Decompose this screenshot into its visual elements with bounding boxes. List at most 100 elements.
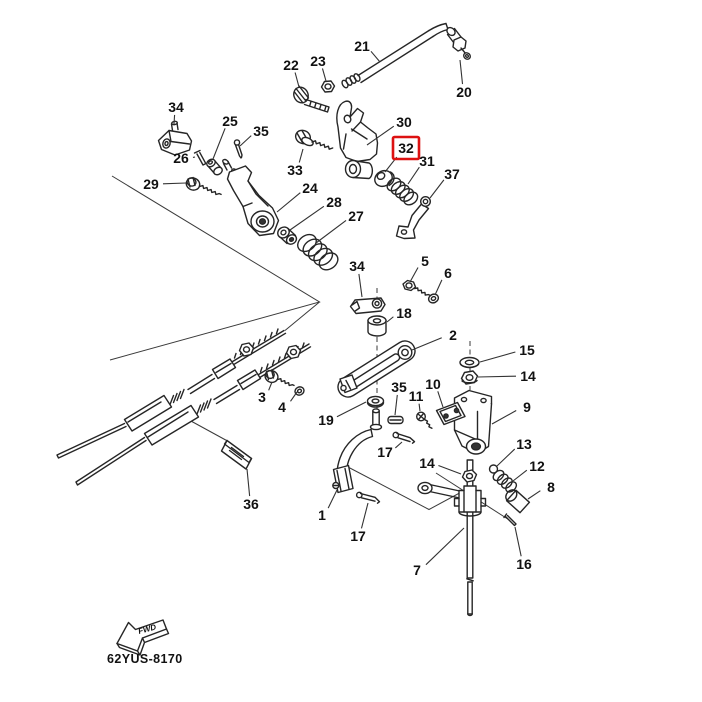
callout-leader-line [438, 464, 462, 475]
part-callout-21[interactable]: 21 [354, 38, 381, 63]
callout-leader-line [370, 50, 381, 63]
part-2-link-drawing [337, 340, 416, 398]
part-26-pin-drawing [193, 149, 207, 166]
part-number-label: 24 [302, 180, 318, 196]
part-13-ring-drawing [488, 464, 499, 474]
part-callout-2[interactable]: 2 [411, 327, 457, 351]
callout-leader-line [366, 125, 395, 146]
part-number-label: 10 [425, 376, 441, 392]
part-callout-24[interactable]: 24 [276, 180, 318, 213]
part-35-clip-drawing [387, 415, 404, 425]
part-number-label: 35 [253, 123, 269, 139]
part-callout-13[interactable]: 13 [496, 436, 532, 467]
callout-leader-line [514, 526, 522, 557]
part-32-washer-drawing [374, 169, 395, 188]
part-callout-34[interactable]: 34 [168, 99, 184, 125]
part-6-washer-drawing [427, 293, 440, 304]
part-number-label: 11 [409, 388, 424, 404]
callout-leader-line [294, 72, 300, 88]
part-callout-18[interactable]: 18 [386, 305, 412, 323]
part-number-label: 26 [173, 150, 189, 166]
part-4-washer-drawing [294, 386, 305, 396]
part-callout-5[interactable]: 5 [409, 253, 429, 283]
part-callout-4[interactable]: 4 [278, 391, 298, 415]
part-callout-14[interactable]: 14 [477, 368, 536, 384]
part-callout-37[interactable]: 37 [429, 166, 460, 199]
part-callout-11[interactable]: 11 [409, 388, 424, 412]
callout-leader-line [418, 403, 421, 412]
part-number-label: 7 [413, 562, 421, 578]
callout-leader-line [290, 391, 298, 402]
callout-leader-line [246, 468, 251, 497]
part-callout-34[interactable]: 34 [349, 258, 365, 298]
callout-leader-line [411, 337, 442, 351]
part-15-washer-drawing [459, 356, 480, 369]
part-number-label: 28 [326, 194, 342, 210]
callout-leader-line [491, 410, 517, 425]
part-callout-25[interactable]: 25 [212, 113, 238, 160]
part-callout-9[interactable]: 9 [491, 399, 531, 425]
part-number-label: 25 [222, 113, 238, 129]
part-27-spring-drawing [297, 233, 339, 271]
part-23-nut-drawing [320, 80, 336, 93]
part-callout-36[interactable]: 36 [243, 468, 259, 512]
callout-leader-line [479, 351, 516, 363]
part-callout-33[interactable]: 33 [287, 148, 304, 178]
part-16-pin-drawing [503, 513, 517, 527]
part-callout-7[interactable]: 7 [413, 527, 465, 578]
part-callout-26[interactable]: 26 [173, 150, 196, 166]
part-callout-31[interactable]: 31 [407, 153, 435, 185]
part-callout-30[interactable]: 30 [366, 114, 412, 146]
part-number-label: 9 [523, 399, 531, 415]
part-number-label: 23 [310, 53, 326, 69]
part-callout-35[interactable]: 35 [391, 379, 407, 416]
callout-leader-line [315, 220, 347, 244]
part-callout-17[interactable]: 17 [377, 441, 403, 460]
part-number-label: 4 [278, 399, 286, 415]
part-callout-35[interactable]: 35 [239, 123, 269, 147]
part-callout-32-selected[interactable]: 32 [384, 135, 421, 173]
part-number-label: 19 [318, 412, 334, 428]
part-callout-3[interactable]: 3 [258, 381, 273, 405]
part-9-bracket-drawing [453, 389, 493, 455]
part-callout-19[interactable]: 19 [318, 401, 367, 428]
part-number-label: 34 [168, 99, 184, 115]
part-callout-20[interactable]: 20 [456, 59, 472, 100]
part-24-bracket-drawing [222, 158, 280, 237]
part-callout-23[interactable]: 23 [310, 53, 327, 82]
part-18-bushing-drawing [367, 315, 387, 337]
part-callout-8[interactable]: 8 [527, 479, 555, 500]
callout-leader-line [268, 381, 273, 391]
part-29-bolt-drawing [185, 176, 222, 196]
callout-leader-line [434, 279, 443, 296]
part-11-screw-drawing [416, 411, 433, 429]
part-callout-27[interactable]: 27 [315, 208, 364, 244]
part-callout-16[interactable]: 16 [514, 526, 532, 572]
part-callout-6[interactable]: 6 [434, 265, 452, 296]
part-number-label: 5 [421, 253, 429, 269]
part-number-label: 31 [419, 153, 435, 169]
part-callout-14[interactable]: 14 [419, 455, 462, 475]
part-36-plate-drawing [220, 439, 253, 470]
callout-leader-line [386, 316, 394, 323]
part-callout-29[interactable]: 29 [143, 176, 187, 192]
throttle-cable-upper-drawing [56, 328, 287, 459]
callout-leader-line [276, 192, 301, 213]
part-number-label: 8 [547, 479, 555, 495]
callout-leader-line [409, 267, 419, 283]
part-callout-1[interactable]: 1 [318, 489, 338, 523]
part-callout-15[interactable]: 15 [479, 342, 535, 363]
part-callout-28[interactable]: 28 [289, 194, 342, 231]
part-3-bolt-drawing [264, 369, 295, 387]
callout-leader-line [289, 205, 325, 231]
part-callout-17[interactable]: 17 [350, 502, 369, 544]
part-33-bolt-drawing [294, 129, 334, 150]
part-callout-22[interactable]: 22 [283, 57, 300, 88]
drawing-code-text: 62YUS-8170 [107, 652, 183, 666]
part-5-bolt-drawing [402, 279, 431, 296]
callout-leader-line [173, 114, 176, 125]
part-8-plunger-drawing [505, 489, 531, 514]
part-callout-10[interactable]: 10 [425, 376, 444, 408]
part-callout-12[interactable]: 12 [512, 458, 545, 482]
